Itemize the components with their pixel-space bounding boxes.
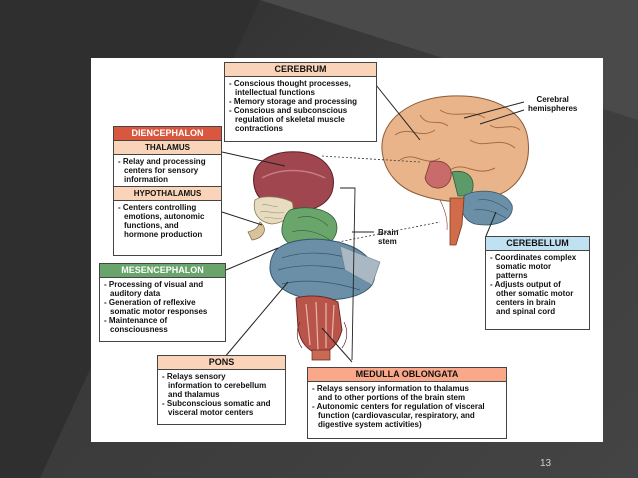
medulla-oblongata-box: MEDULLA OBLONGATA - Relays sensory infor… — [307, 367, 507, 439]
diencephalon-box: DIENCEPHALON THALAMUS - Relay and proces… — [113, 126, 222, 256]
whole-brain-image — [381, 95, 529, 246]
medulla-oblongata-title: MEDULLA OBLONGATA — [308, 368, 506, 382]
brainstem-image — [247, 151, 381, 361]
cerebellum-title: CEREBELLUM — [486, 237, 589, 251]
hypothalamus-title: HYPOTHALAMUS — [114, 187, 221, 201]
cerebrum-description: - Conscious thought processes, intellect… — [229, 79, 358, 133]
cerebellum-box: CEREBELLUM - Coordinates complex somatic… — [485, 236, 590, 330]
cerebellum-description: - Coordinates complex somatic motor patt… — [490, 253, 577, 316]
pons-box: PONS - Relays sensory information to cer… — [157, 355, 286, 425]
mesencephalon-description: - Processing of visual and auditory data… — [104, 280, 208, 334]
cerebrum-box: CEREBRUM - Conscious thought processes, … — [224, 62, 377, 142]
pons-title: PONS — [158, 356, 285, 370]
cerebrum-title: CEREBRUM — [225, 63, 376, 77]
hypothalamus-description: - Centers controlling emotions, autonomi… — [118, 203, 205, 239]
slide-number: 13 — [540, 458, 552, 469]
medulla-oblongata-description: - Relays sensory information to thalamus… — [312, 384, 485, 429]
cerebral-hemispheres-label: Cerebral hemispheres — [528, 95, 578, 113]
mesencephalon-title: MESENCEPHALON — [100, 264, 225, 278]
thalamus-description: - Relay and processing centers for senso… — [114, 155, 221, 187]
thalamus-title: THALAMUS — [114, 141, 221, 155]
pons-description: - Relays sensory information to cerebell… — [162, 372, 271, 417]
diencephalon-title: DIENCEPHALON — [114, 127, 221, 141]
brain-stem-label: Brain stem — [378, 228, 399, 246]
mesencephalon-box: MESENCEPHALON - Processing of visual and… — [99, 263, 226, 342]
